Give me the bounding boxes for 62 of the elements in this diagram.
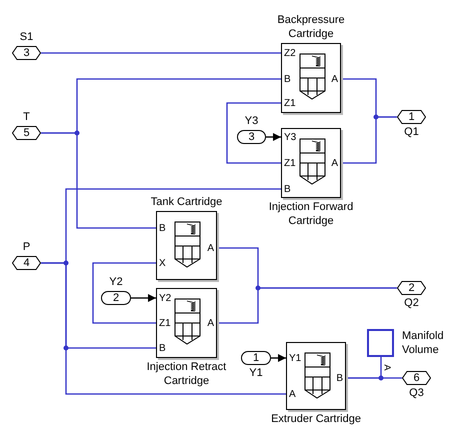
port-label: Z2: [284, 48, 296, 60]
signal-inport: [241, 351, 271, 365]
block-label: Manifold Volume: [402, 329, 445, 357]
connection-port: [397, 281, 426, 295]
port-label: Y1: [289, 353, 302, 365]
connection-port: [397, 110, 426, 124]
block-label: Injection Retract Cartridge: [146, 360, 228, 388]
port-label: Z1: [284, 158, 296, 170]
signal-arrow: [266, 133, 281, 141]
port-number: 2: [408, 282, 415, 294]
connection-line: [92, 262, 156, 324]
port-label: B: [284, 184, 291, 196]
port-label: A: [207, 243, 214, 255]
block-label: Tank Cartridge: [150, 195, 224, 209]
port-label: B: [336, 373, 343, 385]
port-label: X: [159, 258, 166, 270]
port-name: S1: [18, 31, 34, 43]
block-label: Injection Forward Cartridge: [268, 200, 354, 228]
port-label: Z1: [159, 318, 171, 330]
port-label: A: [207, 318, 214, 330]
port-label: B: [159, 223, 166, 235]
port-label: Z1: [284, 98, 296, 110]
port-label: Y2: [159, 293, 172, 305]
port-name: Q1: [403, 126, 420, 138]
port-label: A: [331, 74, 338, 86]
port-number: 4: [23, 258, 30, 268]
port-number: 3: [23, 48, 30, 58]
block-label: Backpressure Cartridge: [276, 13, 346, 41]
connection-line: [41, 262, 286, 395]
connection-port: [12, 256, 41, 270]
connection-line: [41, 52, 281, 54]
signal-inport: [237, 130, 266, 144]
signal-inport: [101, 291, 131, 305]
connection-port: [402, 371, 431, 385]
port-number: 1: [252, 352, 260, 364]
port-label: A: [382, 364, 391, 370]
port-number: 3: [248, 132, 255, 142]
connection-line: [41, 132, 156, 229]
port-label: B: [159, 343, 166, 355]
connection-line: [346, 357, 382, 379]
connection-line: [226, 102, 281, 164]
port-name: Y3: [244, 115, 260, 127]
port-label: A: [289, 389, 296, 401]
signal-arrow: [131, 294, 156, 302]
signal-arrow: [271, 354, 286, 362]
port-number: 5: [23, 128, 30, 138]
block-label: Extruder Cartridge: [270, 412, 362, 426]
port-number: 2: [112, 292, 120, 304]
connection-port: [12, 46, 41, 60]
connection-line: [217, 287, 397, 324]
port-number: 6: [413, 372, 420, 384]
port-name: Q2: [403, 297, 420, 309]
port-number: 1: [408, 112, 415, 122]
port-label: A: [331, 158, 338, 170]
port-name: P: [22, 241, 32, 253]
port-name: Q3: [408, 387, 425, 399]
port-name: T: [22, 111, 31, 123]
connection-port: [12, 126, 41, 140]
port-label: B: [284, 74, 291, 86]
port-name: Y1: [248, 367, 264, 379]
port-label: Y3: [284, 132, 296, 144]
port-name: Y2: [108, 276, 124, 288]
